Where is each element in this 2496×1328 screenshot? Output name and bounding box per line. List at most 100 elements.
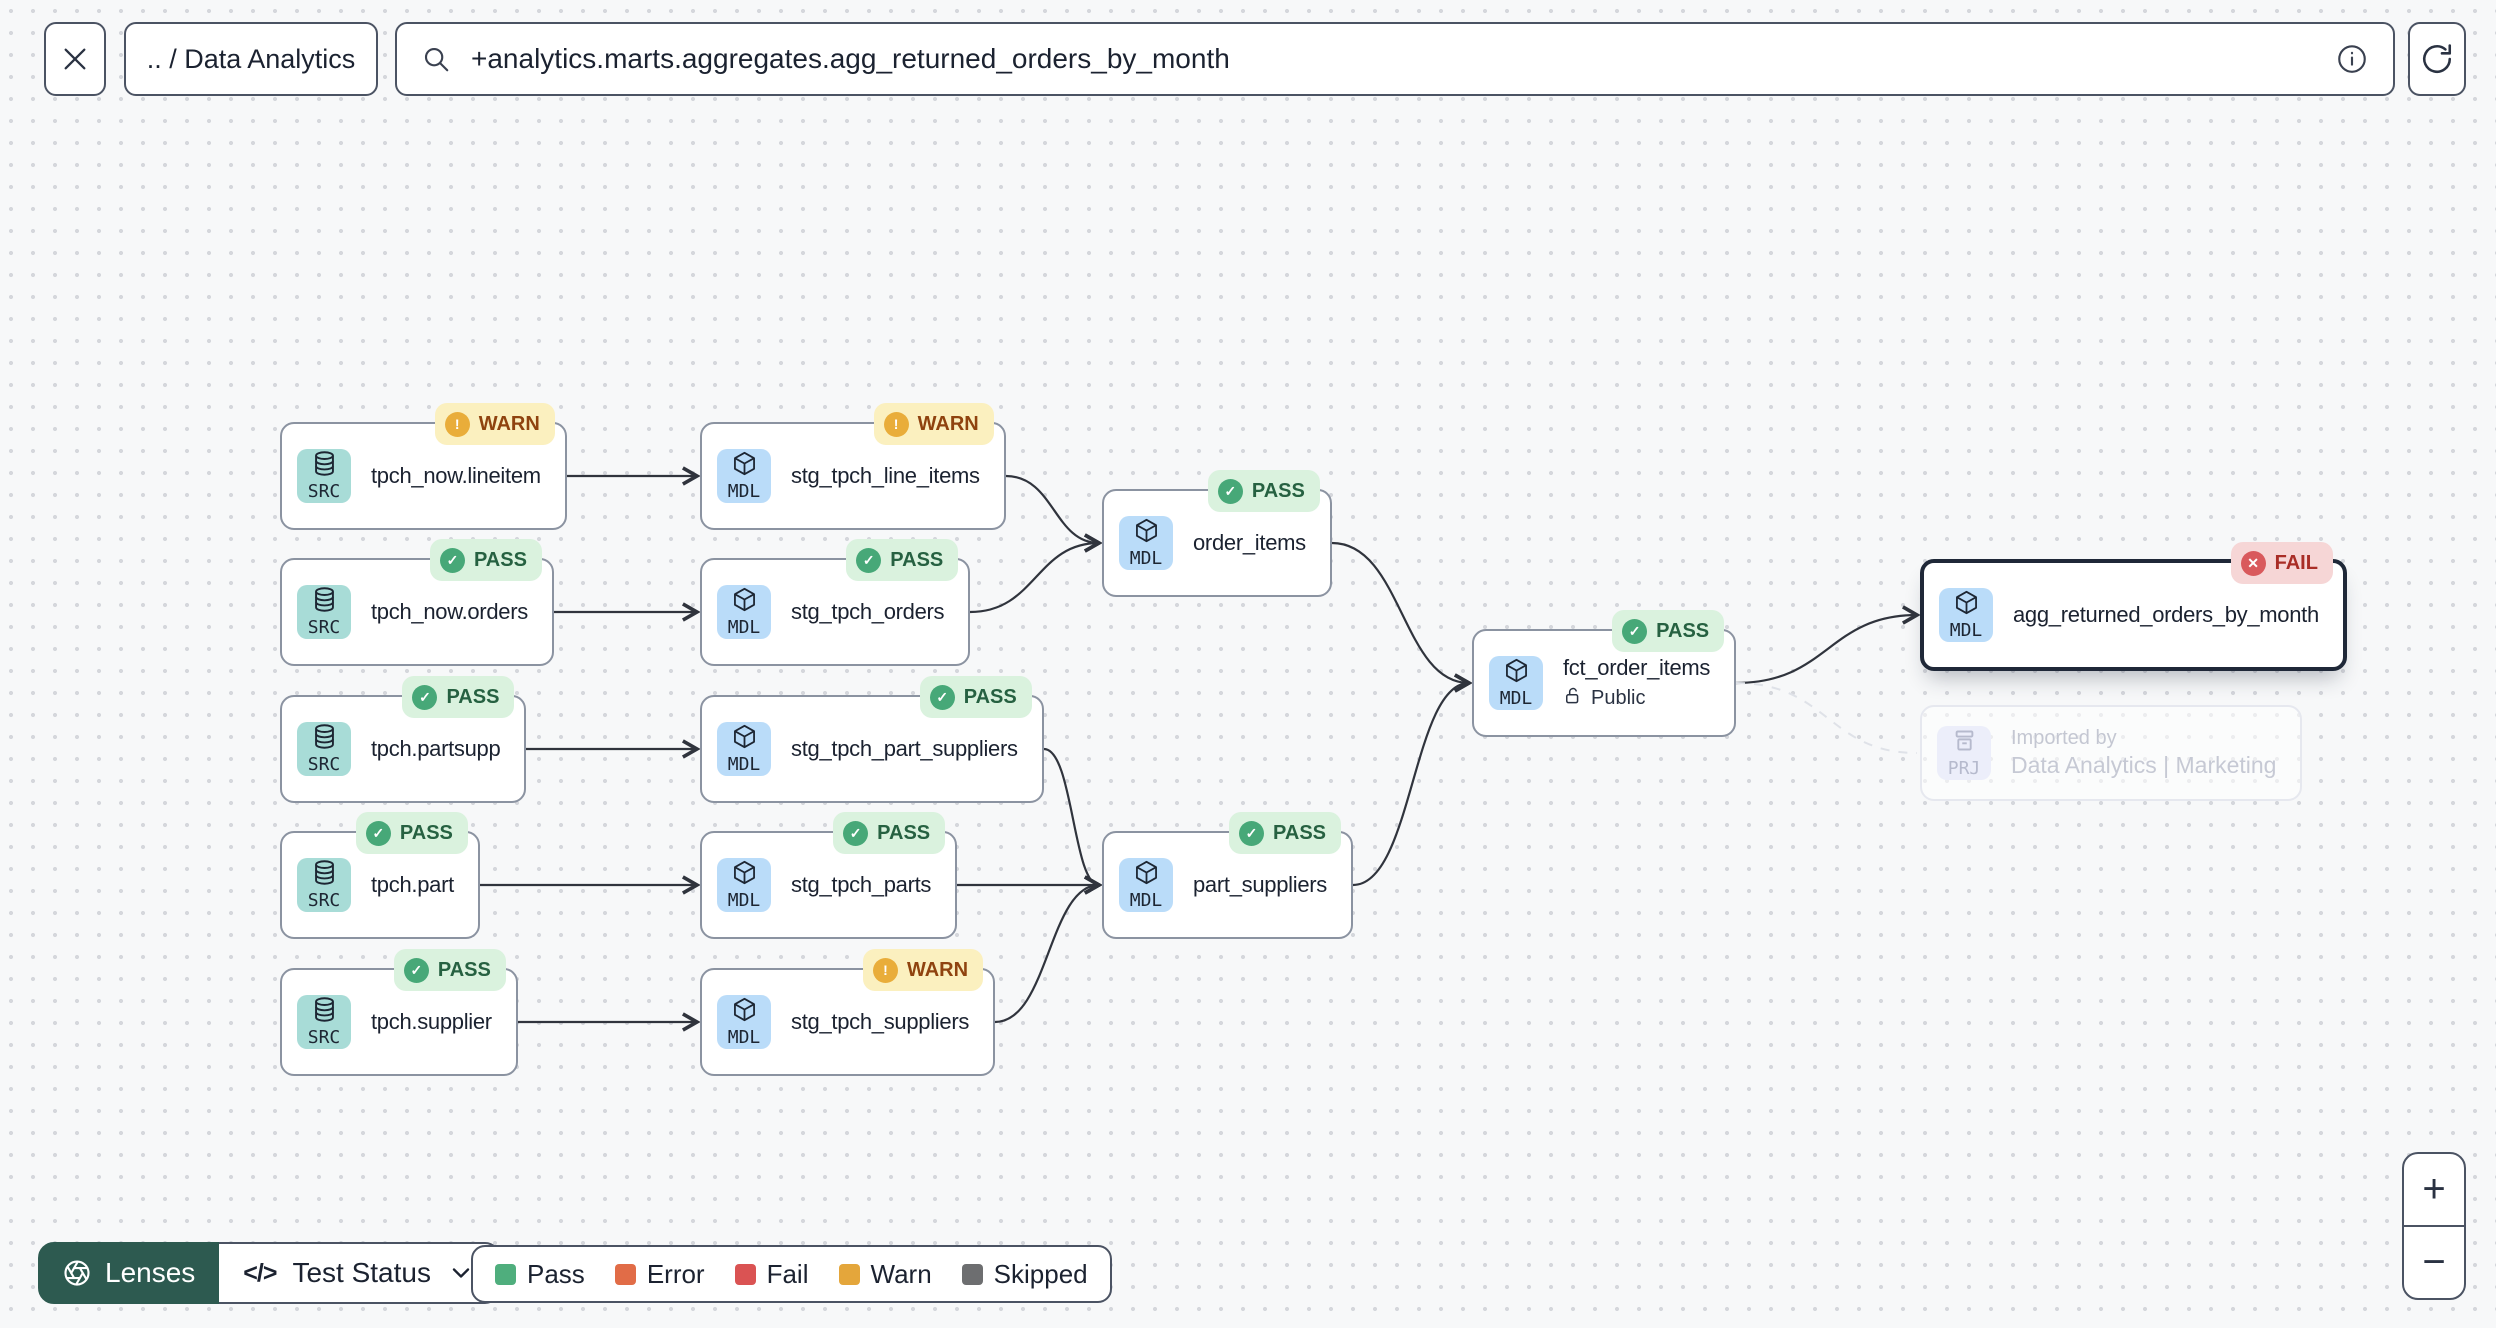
legend-label: Warn (870, 1258, 932, 1289)
database-icon (311, 450, 338, 482)
status-badge-pass: ✓PASS (429, 539, 542, 581)
status-badge-warn: !WARN (434, 403, 555, 445)
refresh-button[interactable] (2408, 22, 2466, 96)
status-badge-pass: ✓PASS (919, 676, 1032, 718)
cube-icon (731, 859, 758, 891)
kind-label: PRJ (1947, 758, 1981, 779)
legend-swatch (734, 1263, 756, 1285)
node-stg_tpch_part_suppliers[interactable]: MDL stg_tpch_part_suppliers ✓PASS (700, 676, 1044, 803)
access-sublabel: Public (1563, 686, 1710, 712)
node-text: tpch.part (371, 872, 454, 898)
legend-item-pass: Pass (495, 1259, 585, 1290)
project-name-label: Data Analytics | Marketing (2011, 752, 2277, 778)
node-text: tpch.supplier (371, 1009, 492, 1035)
edge (1735, 605, 1921, 685)
status-label: PASS (963, 685, 1017, 708)
zoom-out-button[interactable]: − (2404, 1225, 2464, 1298)
status-dot-icon: ✓ (439, 547, 465, 573)
status-label: WARN (906, 958, 969, 981)
node-label: stg_tpch_parts (791, 872, 932, 897)
status-dot-icon: ✓ (856, 547, 882, 573)
status-badge-pass: ✓ PASS (846, 539, 959, 581)
kind-label: MDL (727, 754, 761, 775)
node-label: stg_tpch_orders (791, 599, 945, 624)
lenses-button[interactable]: Lenses (38, 1242, 220, 1304)
status-badge-pass: ✓PASS (833, 812, 946, 854)
node-text: part_suppliers (1193, 872, 1327, 898)
cube-icon (1133, 859, 1160, 891)
status-badge-pass: ✓PASS (1229, 812, 1341, 854)
node-tpch_now_lineitem[interactable]: SRC tpch_now.lineitem !WARN (280, 403, 567, 530)
status-label: PASS (1656, 619, 1710, 642)
database-icon (311, 996, 338, 1028)
kind-label: MDL (1949, 620, 1983, 641)
status-label: PASS (1251, 479, 1305, 502)
node-text: tpch_now.orders (371, 599, 528, 625)
kind-label: MDL (1129, 890, 1163, 911)
search-input[interactable] (469, 42, 2317, 76)
node-part_suppliers[interactable]: MDL part_suppliers ✓PASS (1102, 812, 1353, 939)
status-dot-icon: ✓ (1239, 820, 1265, 846)
kind-label: SRC (307, 754, 341, 775)
test-status-legend: Pass Error Fail Warn Skipped (471, 1245, 1112, 1303)
status-label: PASS (437, 958, 491, 981)
node-text: stg_tpch_line_items (791, 463, 980, 489)
node-label: tpch_now.lineitem (371, 463, 541, 488)
info-icon[interactable] (2335, 42, 2369, 76)
edge (1043, 747, 1103, 895)
breadcrumb-label: .. / Data Analytics (146, 43, 356, 74)
breadcrumb[interactable]: .. / Data Analytics (124, 22, 378, 96)
mdl-kind-badge: MDL (717, 995, 771, 1049)
node-label: part_suppliers (1193, 872, 1327, 897)
edge-cross-project (1735, 682, 1918, 754)
src-kind-badge: SRC (297, 449, 351, 503)
close-icon (59, 43, 91, 75)
kind-label: SRC (307, 890, 341, 911)
lens-selector[interactable]: </> Test Status (219, 1242, 501, 1304)
status-dot-icon: ! (872, 957, 898, 983)
zoom-controls: + − (2402, 1152, 2466, 1300)
node-text: tpch_now.lineitem (371, 463, 541, 489)
prj-kind-badge: PRJ (1937, 726, 1991, 780)
refresh-icon (2420, 42, 2454, 76)
node-text: agg_returned_orders_by_month (2013, 602, 2319, 628)
search-icon (421, 44, 451, 74)
legend-swatch (495, 1263, 516, 1285)
zoom-in-button[interactable]: + (2422, 1167, 2446, 1211)
kind-label: MDL (1129, 548, 1163, 569)
status-label: WARN (917, 412, 979, 435)
close-button[interactable] (44, 22, 106, 96)
legend-item-error: Error (614, 1259, 705, 1290)
node-tpch_part[interactable]: SRC tpch.part ✓PASS (280, 812, 480, 939)
status-badge-warn: ! WARN (862, 949, 984, 991)
status-dot-icon: ✓ (1622, 618, 1648, 644)
node-label: stg_tpch_part_suppliers (791, 736, 1018, 761)
mdl-kind-badge: MDL (1119, 516, 1173, 570)
legend-item-fail: Fail (734, 1259, 809, 1290)
node-text: order_items (1193, 530, 1306, 556)
cube-icon (1503, 657, 1530, 689)
legend-label: Skipped (993, 1258, 1088, 1289)
status-badge-pass: ✓PASS (355, 812, 468, 854)
node-label: tpch.partsupp (371, 736, 501, 761)
database-icon (311, 723, 338, 755)
status-label: PASS (890, 548, 944, 571)
legend-swatch (961, 1263, 983, 1285)
edge (1331, 541, 1473, 693)
kind-label: MDL (1499, 688, 1533, 709)
